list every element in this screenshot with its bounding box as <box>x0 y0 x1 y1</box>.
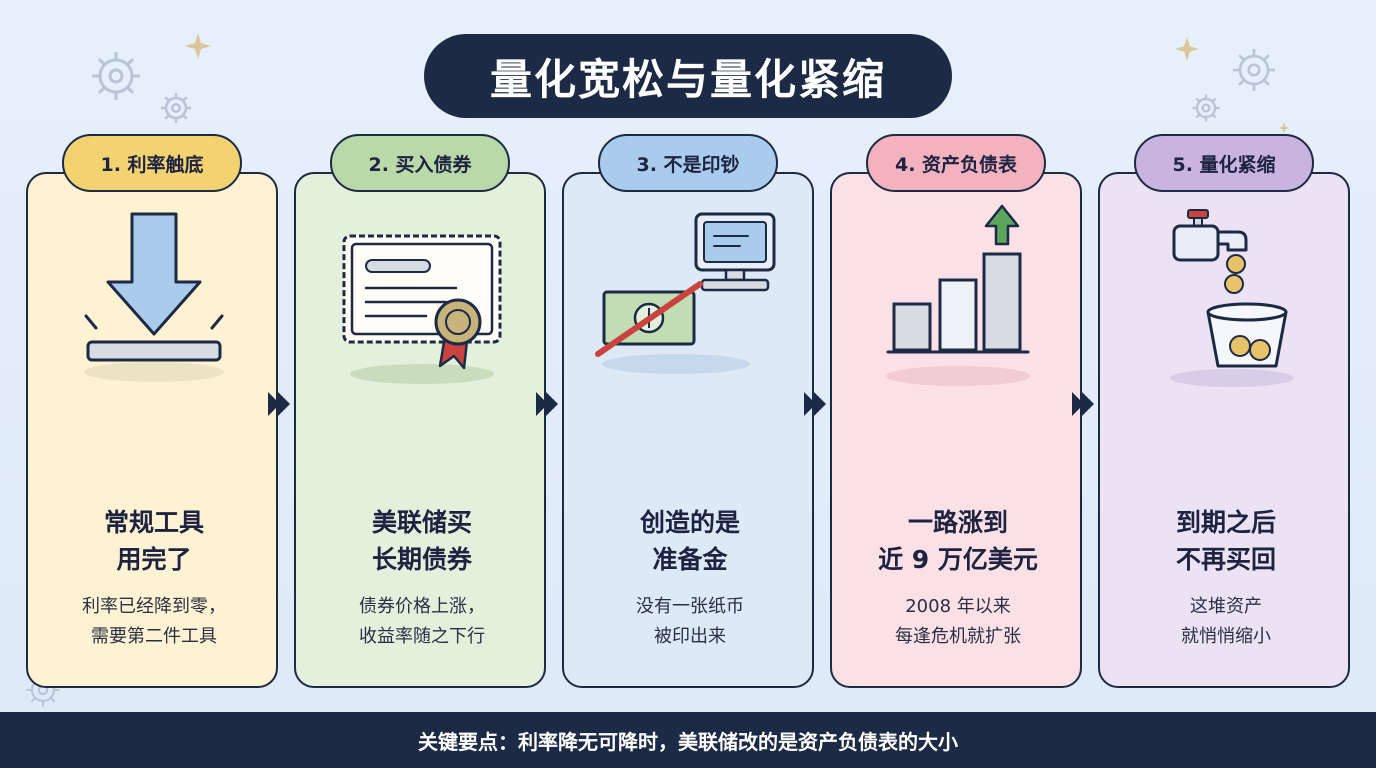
step-card-3: 创造的是准备金 没有一张纸币被印出来 <box>562 172 814 688</box>
flow-arrow-icon <box>1072 392 1094 416</box>
bond-certificate-icon <box>342 234 502 384</box>
key-takeaway-footer: 关键要点：利率降无可降时，美联储改的是资产负债表的大小 <box>0 712 1376 768</box>
step-card-4: 一路涨到近 9 万亿美元 2008 年以来每逢危机就扩张 <box>830 172 1082 688</box>
sparkle-icon <box>1278 122 1290 134</box>
step-badge-4: 4. 资产负债表 <box>866 134 1046 192</box>
step-headline: 常规工具用完了 <box>103 508 204 574</box>
step-headline: 到期之后不再买回 <box>1175 508 1276 574</box>
step-badge-3: 3. 不是印钞 <box>598 134 778 192</box>
step-badge-1: 1. 利率触底 <box>62 134 242 192</box>
sparkle-icon <box>1174 36 1200 62</box>
step-headline: 一路涨到近 9 万亿美元 <box>878 508 1038 574</box>
step-card-2: 美联储买长期债券 债券价格上涨，收益率随之下行 <box>294 172 546 688</box>
flow-arrow-icon <box>536 392 558 416</box>
flow-arrow-icon <box>804 392 826 416</box>
step-headline: 创造的是准备金 <box>639 508 740 574</box>
step-description: 没有一张纸币被印出来 <box>636 596 744 647</box>
gear-decoration-icon <box>1192 94 1220 122</box>
gear-decoration-icon <box>92 52 140 100</box>
step-description: 2008 年以来每逢危机就扩张 <box>895 596 1021 647</box>
step-card-1: 常规工具用完了 利率已经降到零，需要第二件工具 <box>26 172 278 688</box>
down-arrow-floor-icon <box>84 212 224 382</box>
rising-bar-chart-icon <box>886 204 1030 386</box>
step-badge-2: 2. 买入债券 <box>330 134 510 192</box>
step-card-5: 到期之后不再买回 这堆资产就悄悄缩小 <box>1098 172 1350 688</box>
step-headline: 美联储买长期债券 <box>371 508 472 574</box>
sparkle-icon <box>185 33 211 59</box>
step-description: 债券价格上涨，收益率随之下行 <box>359 596 485 647</box>
gear-decoration-icon <box>161 93 191 123</box>
crossed-money-computer-icon <box>595 212 776 374</box>
page-title: 量化宽松与量化紧缩 <box>424 34 952 118</box>
gear-decoration-icon <box>1233 49 1275 91</box>
faucet-coins-bowl-icon <box>1170 209 1294 387</box>
flow-arrow-icon <box>268 392 290 416</box>
step-badge-5: 5. 量化紧缩 <box>1134 134 1314 192</box>
step-description: 这堆资产就悄悄缩小 <box>1181 596 1271 647</box>
step-description: 利率已经降到零，需要第二件工具 <box>82 596 226 647</box>
